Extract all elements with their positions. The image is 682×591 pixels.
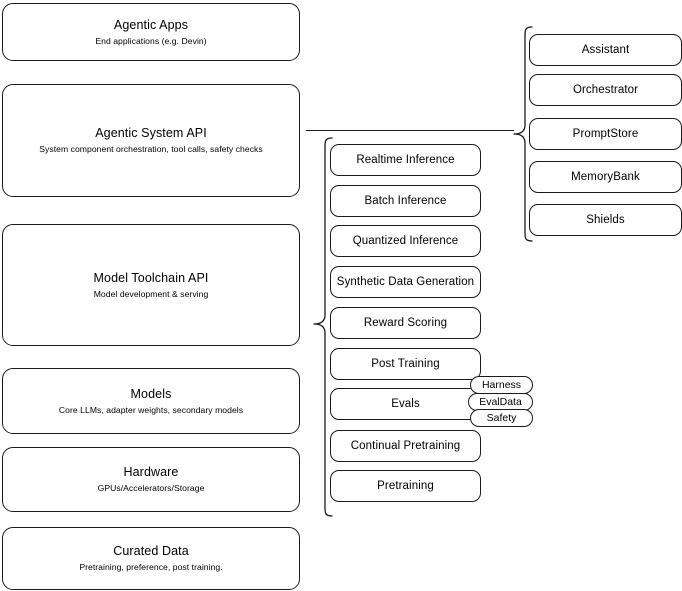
layer-subtitle: End applications (e.g. Devin) bbox=[95, 35, 207, 46]
capability-label: Continual Pretraining bbox=[350, 440, 461, 452]
capability-synthetic-data-generation[interactable]: Synthetic Data Generation bbox=[330, 266, 481, 298]
component-label: Shields bbox=[586, 214, 625, 226]
component-label: MemoryBank bbox=[571, 171, 640, 183]
stack-layer-models[interactable]: Models Core LLMs, adapter weights, secon… bbox=[2, 368, 300, 434]
capability-label: Post Training bbox=[371, 358, 440, 370]
badge-label: Harness bbox=[481, 379, 522, 391]
layer-subtitle: Core LLMs, adapter weights, secondary mo… bbox=[58, 404, 244, 415]
stack-layer-model-toolchain-api[interactable]: Model Toolchain API Model development & … bbox=[2, 224, 300, 346]
evals-badge-harness[interactable]: Harness bbox=[470, 376, 533, 394]
capability-quantized-inference[interactable]: Quantized Inference bbox=[330, 225, 481, 257]
system-component-orchestrator[interactable]: Orchestrator bbox=[529, 74, 682, 106]
badge-label: EvalData bbox=[479, 396, 522, 408]
layer-subtitle: Model development & serving bbox=[93, 288, 209, 299]
layer-title: Hardware bbox=[123, 465, 179, 479]
layer-title: Model Toolchain API bbox=[93, 270, 209, 285]
capability-label: Quantized Inference bbox=[352, 235, 459, 247]
capability-realtime-inference[interactable]: Realtime Inference bbox=[330, 144, 481, 176]
layer-title: Agentic Apps bbox=[113, 17, 189, 32]
capability-label: Evals bbox=[391, 398, 420, 410]
brace-agentic-system-components bbox=[513, 26, 533, 242]
stack-layer-curated-data[interactable]: Curated Data Pretraining, preference, po… bbox=[2, 527, 300, 590]
layer-title: Models bbox=[130, 386, 172, 401]
component-label: PromptStore bbox=[572, 128, 639, 140]
capability-batch-inference[interactable]: Batch Inference bbox=[330, 185, 481, 217]
capability-reward-scoring[interactable]: Reward Scoring bbox=[330, 307, 481, 339]
layer-subtitle: System component orchestration, tool cal… bbox=[39, 144, 263, 154]
capability-label: Batch Inference bbox=[364, 195, 447, 207]
component-label: Orchestrator bbox=[572, 84, 639, 96]
system-component-shields[interactable]: Shields bbox=[529, 204, 682, 236]
capability-pretraining[interactable]: Pretraining bbox=[330, 470, 481, 502]
brace-model-toolchain bbox=[313, 137, 333, 517]
stack-layer-hardware[interactable]: Hardware GPUs/Accelerators/Storage bbox=[2, 447, 300, 512]
evals-badge-evaldata[interactable]: EvalData bbox=[468, 393, 533, 411]
stack-layer-agentic-system-api[interactable]: Agentic System API System component orch… bbox=[2, 84, 300, 197]
layer-subtitle: Pretraining, preference, post training. bbox=[79, 562, 223, 572]
capability-label: Synthetic Data Generation bbox=[336, 276, 475, 288]
layer-title: Agentic System API bbox=[95, 126, 207, 140]
capability-continual-pretraining[interactable]: Continual Pretraining bbox=[330, 430, 481, 462]
stack-layer-agentic-apps[interactable]: Agentic Apps End applications (e.g. Devi… bbox=[2, 3, 300, 61]
system-component-promptstore[interactable]: PromptStore bbox=[529, 118, 682, 150]
system-component-memorybank[interactable]: MemoryBank bbox=[529, 161, 682, 193]
system-component-assistant[interactable]: Assistant bbox=[529, 34, 682, 66]
evals-badge-safety[interactable]: Safety bbox=[470, 409, 533, 427]
capability-evals[interactable]: Evals bbox=[330, 388, 481, 420]
capability-post-training[interactable]: Post Training bbox=[330, 348, 481, 380]
capability-label: Pretraining bbox=[377, 480, 434, 492]
badge-label: Safety bbox=[486, 412, 517, 424]
capability-label: Reward Scoring bbox=[363, 317, 448, 329]
connector-line-agentic-system-to-components bbox=[306, 130, 514, 132]
capability-label: Realtime Inference bbox=[356, 154, 455, 166]
layer-subtitle: GPUs/Accelerators/Storage bbox=[97, 483, 205, 493]
component-label: Assistant bbox=[581, 44, 630, 56]
layer-title: Curated Data bbox=[113, 544, 189, 558]
